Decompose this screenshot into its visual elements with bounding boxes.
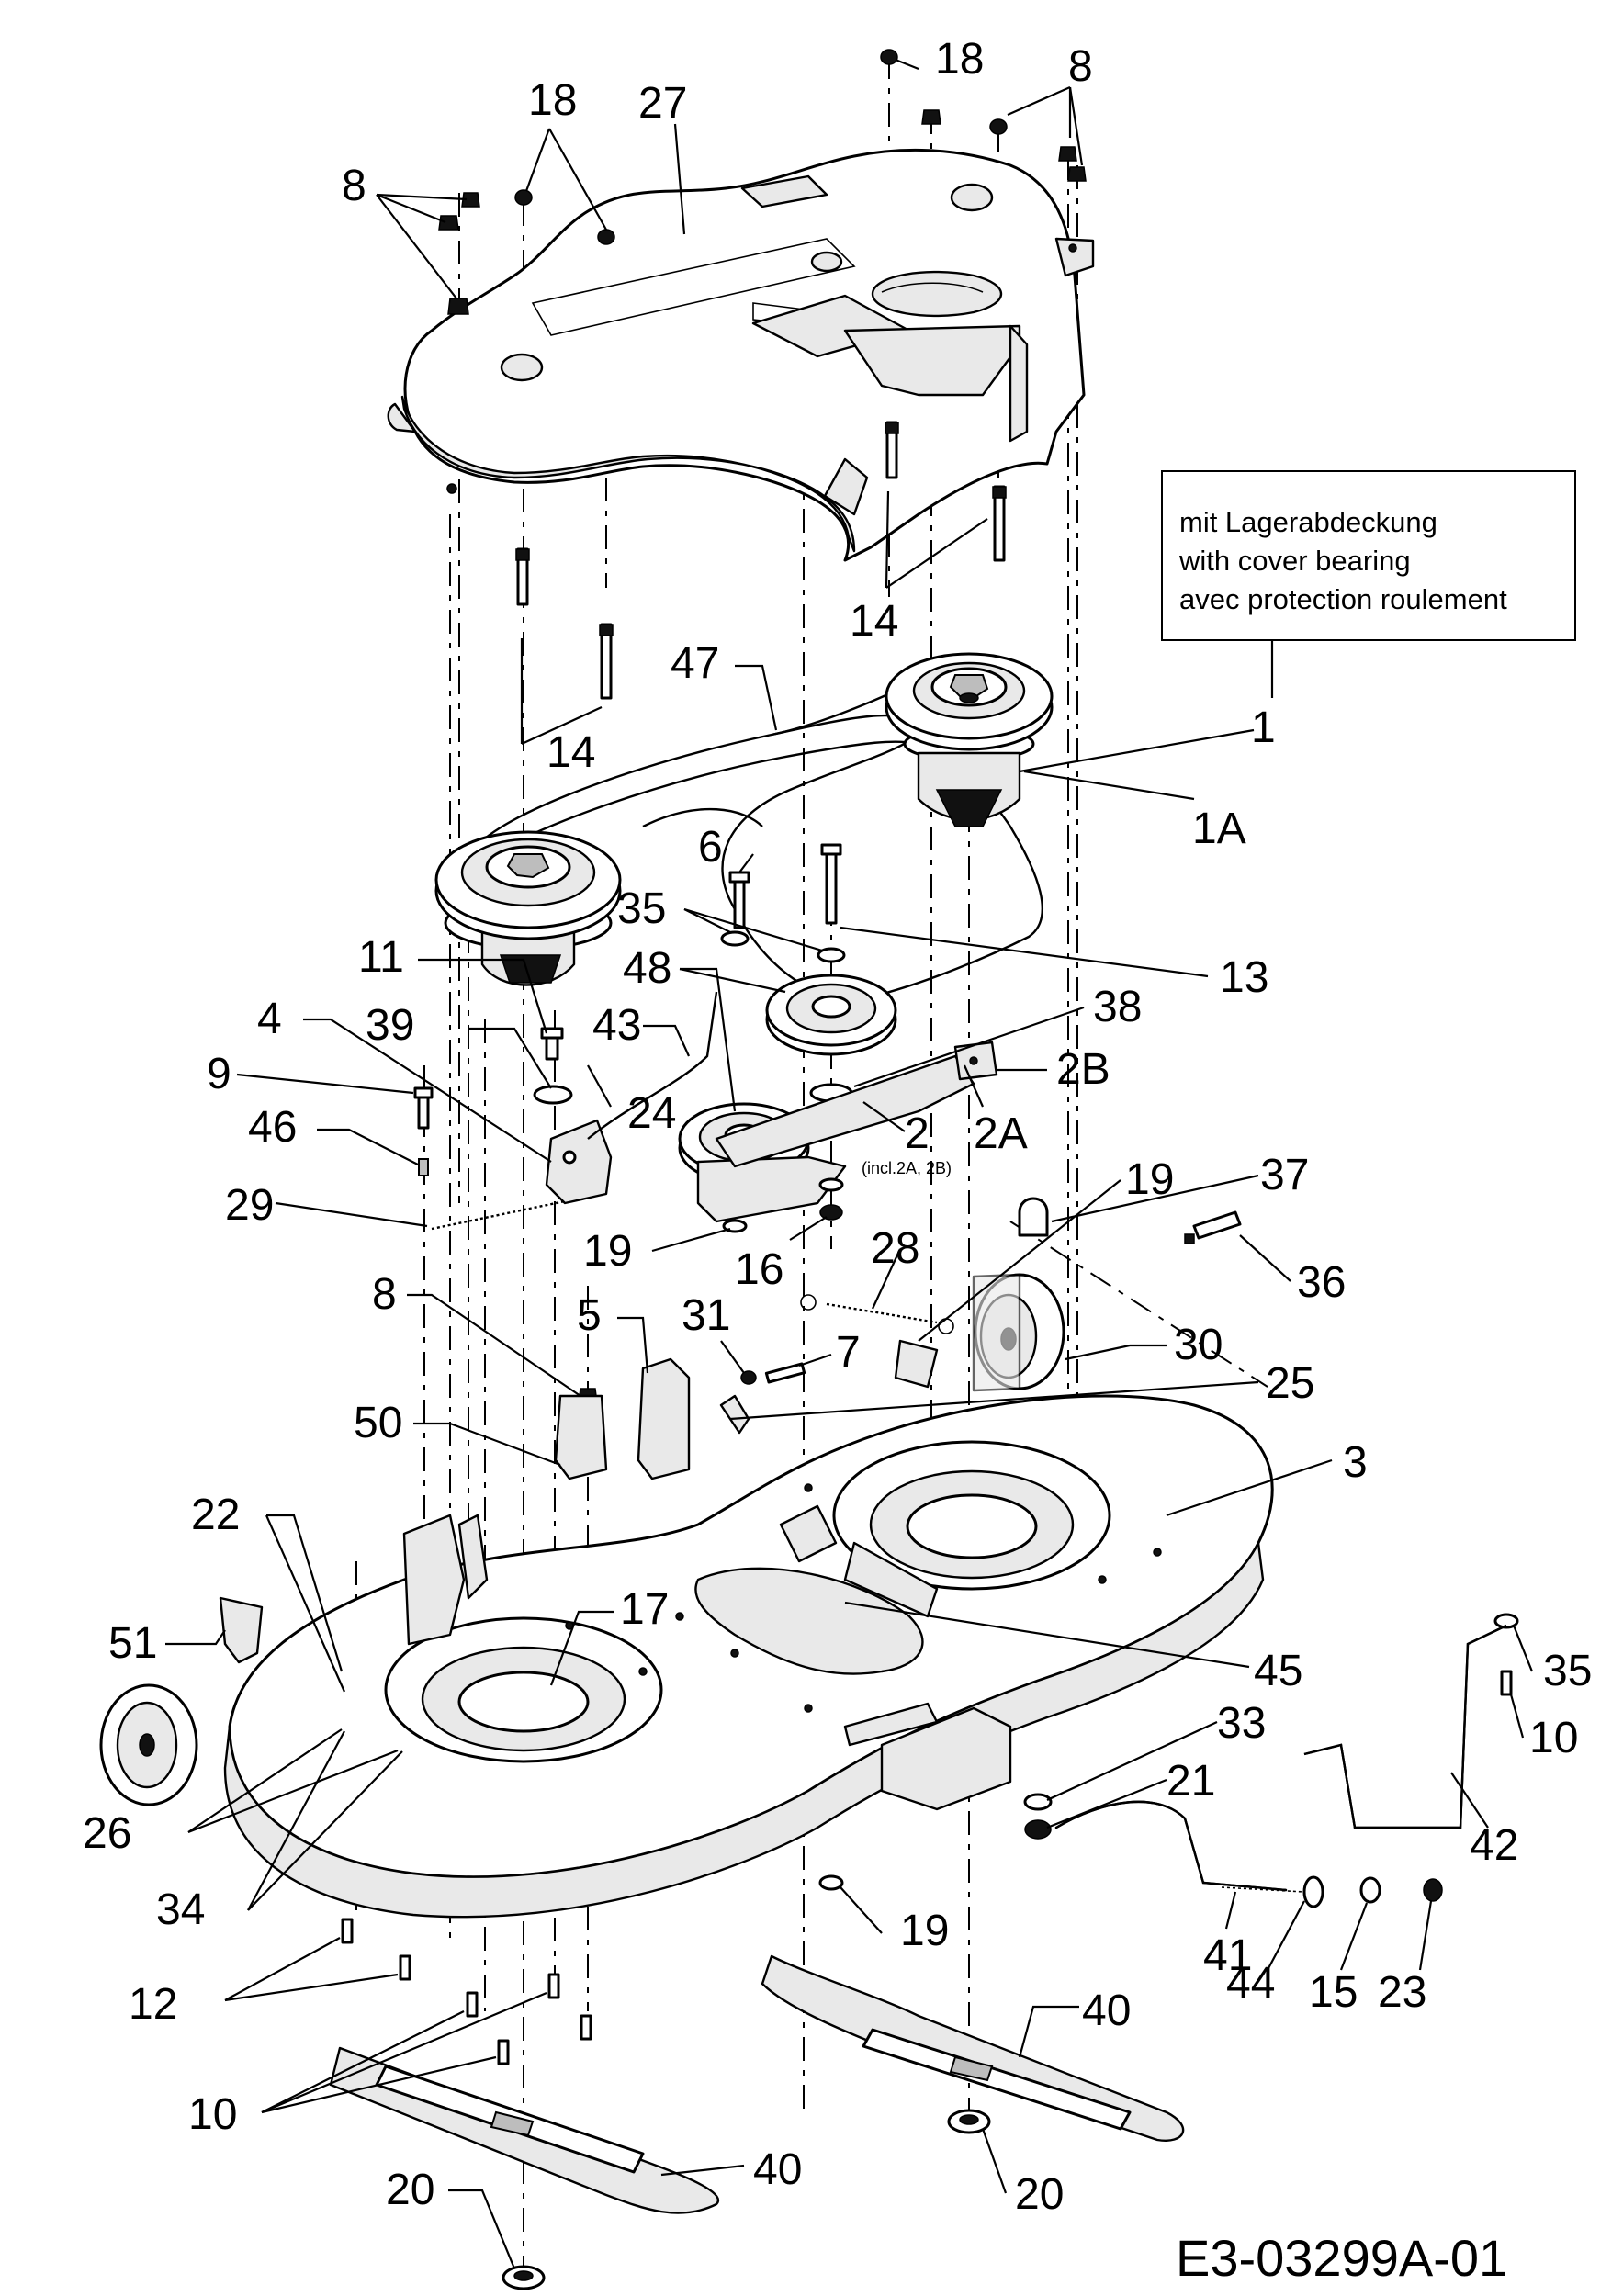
callout-3: 3 (1343, 1438, 1368, 1487)
callout-33: 33 (1217, 1699, 1266, 1748)
note-line-german: mit Lagerabdeckung (1179, 506, 1437, 538)
callout-26: 26 (83, 1809, 131, 1858)
callout-37: 37 (1260, 1151, 1309, 1199)
callout-2b: 2B (1056, 1045, 1110, 1094)
hardware-fasteners (335, 49, 1519, 2290)
callout-10-bottom: 10 (188, 2090, 237, 2139)
callout-35-top: 35 (617, 884, 666, 933)
callout-8-mid: 8 (372, 1270, 397, 1319)
callout-39: 39 (366, 1001, 414, 1050)
callout-23: 23 (1378, 1968, 1426, 2017)
callout-12: 12 (129, 1980, 177, 2029)
callout-28: 28 (871, 1224, 919, 1273)
mower-blades (329, 1954, 1185, 2214)
callout-35-right: 35 (1543, 1647, 1592, 1695)
callout-24: 24 (627, 1089, 676, 1138)
callout-4: 4 (257, 995, 282, 1043)
note-line-english: with cover bearing (1179, 545, 1411, 577)
callout-47: 47 (671, 639, 719, 688)
callout-45: 45 (1254, 1647, 1302, 1695)
callout-40-left: 40 (753, 2145, 802, 2194)
spindle-assembly-right (885, 652, 1054, 827)
note-box: mit Lagerabdeckung with cover bearing av… (1161, 470, 1576, 641)
callout-38: 38 (1093, 983, 1142, 1031)
callout-42: 42 (1470, 1821, 1518, 1870)
callout-36: 36 (1297, 1258, 1346, 1307)
callout-7: 7 (836, 1328, 861, 1377)
callout-13: 13 (1220, 953, 1268, 1002)
callout-17: 17 (620, 1585, 669, 1634)
callout-5: 5 (577, 1291, 602, 1340)
adjustment-rods (587, 991, 1507, 1893)
callout-18-left: 18 (528, 76, 577, 125)
callout-18-top: 18 (935, 35, 984, 84)
callout-20-right: 20 (1015, 2170, 1064, 2219)
callout-2a: 2A (974, 1109, 1028, 1158)
callout-22: 22 (191, 1491, 240, 1539)
callout-9: 9 (207, 1050, 231, 1098)
gauge-wheels (99, 1273, 1065, 1806)
callout-25: 25 (1266, 1359, 1314, 1408)
callout-15: 15 (1309, 1968, 1358, 2017)
callout-44: 44 (1226, 1959, 1275, 2008)
callout-31: 31 (682, 1291, 730, 1340)
callout-29: 29 (225, 1181, 274, 1230)
callout-8-top-right: 8 (1068, 42, 1093, 91)
callout-51: 51 (108, 1619, 157, 1668)
callout-19-left: 19 (583, 1227, 632, 1276)
callout-1a: 1A (1192, 805, 1246, 853)
callout-10-right: 10 (1529, 1714, 1578, 1762)
callout-6: 6 (698, 823, 723, 872)
callout-19-bottom: 19 (900, 1907, 949, 1955)
callout-30: 30 (1174, 1321, 1223, 1369)
callout-46: 46 (248, 1103, 297, 1152)
callout-14-right: 14 (850, 597, 898, 646)
callout-19-right: 19 (1125, 1155, 1174, 1204)
callout-21: 21 (1167, 1757, 1215, 1806)
callout-16: 16 (735, 1245, 783, 1294)
leader-lines (165, 58, 1534, 2269)
callout-2: 2 (905, 1109, 930, 1158)
callout-1: 1 (1251, 703, 1276, 752)
callout-43: 43 (592, 1001, 641, 1050)
callout-34: 34 (156, 1885, 205, 1934)
spindle-assembly-left (434, 830, 622, 986)
callout-14-left: 14 (547, 728, 595, 777)
callout-27: 27 (638, 79, 687, 128)
note-line-french: avec protection roulement (1179, 583, 1507, 615)
callout-48: 48 (623, 944, 671, 993)
callout-20-left: 20 (386, 2166, 434, 2214)
brackets (545, 1119, 939, 1480)
callout-labels: 18 8 18 27 8 14 14 1 1A 47 6 13 35 48 38… (83, 35, 1592, 2219)
callout-2-note: (incl.2A, 2B) (862, 1159, 952, 1177)
drawing-code: E3-03299A-01 (1176, 2229, 1507, 2287)
callout-8-top-left: 8 (342, 162, 366, 210)
callout-41: 41 (1203, 1931, 1252, 1980)
belt-cover-part (387, 148, 1095, 562)
callout-11: 11 (358, 933, 404, 982)
callout-40-right: 40 (1082, 1986, 1131, 2035)
callout-50: 50 (354, 1399, 402, 1447)
deck-housing-part (223, 1394, 1274, 1919)
